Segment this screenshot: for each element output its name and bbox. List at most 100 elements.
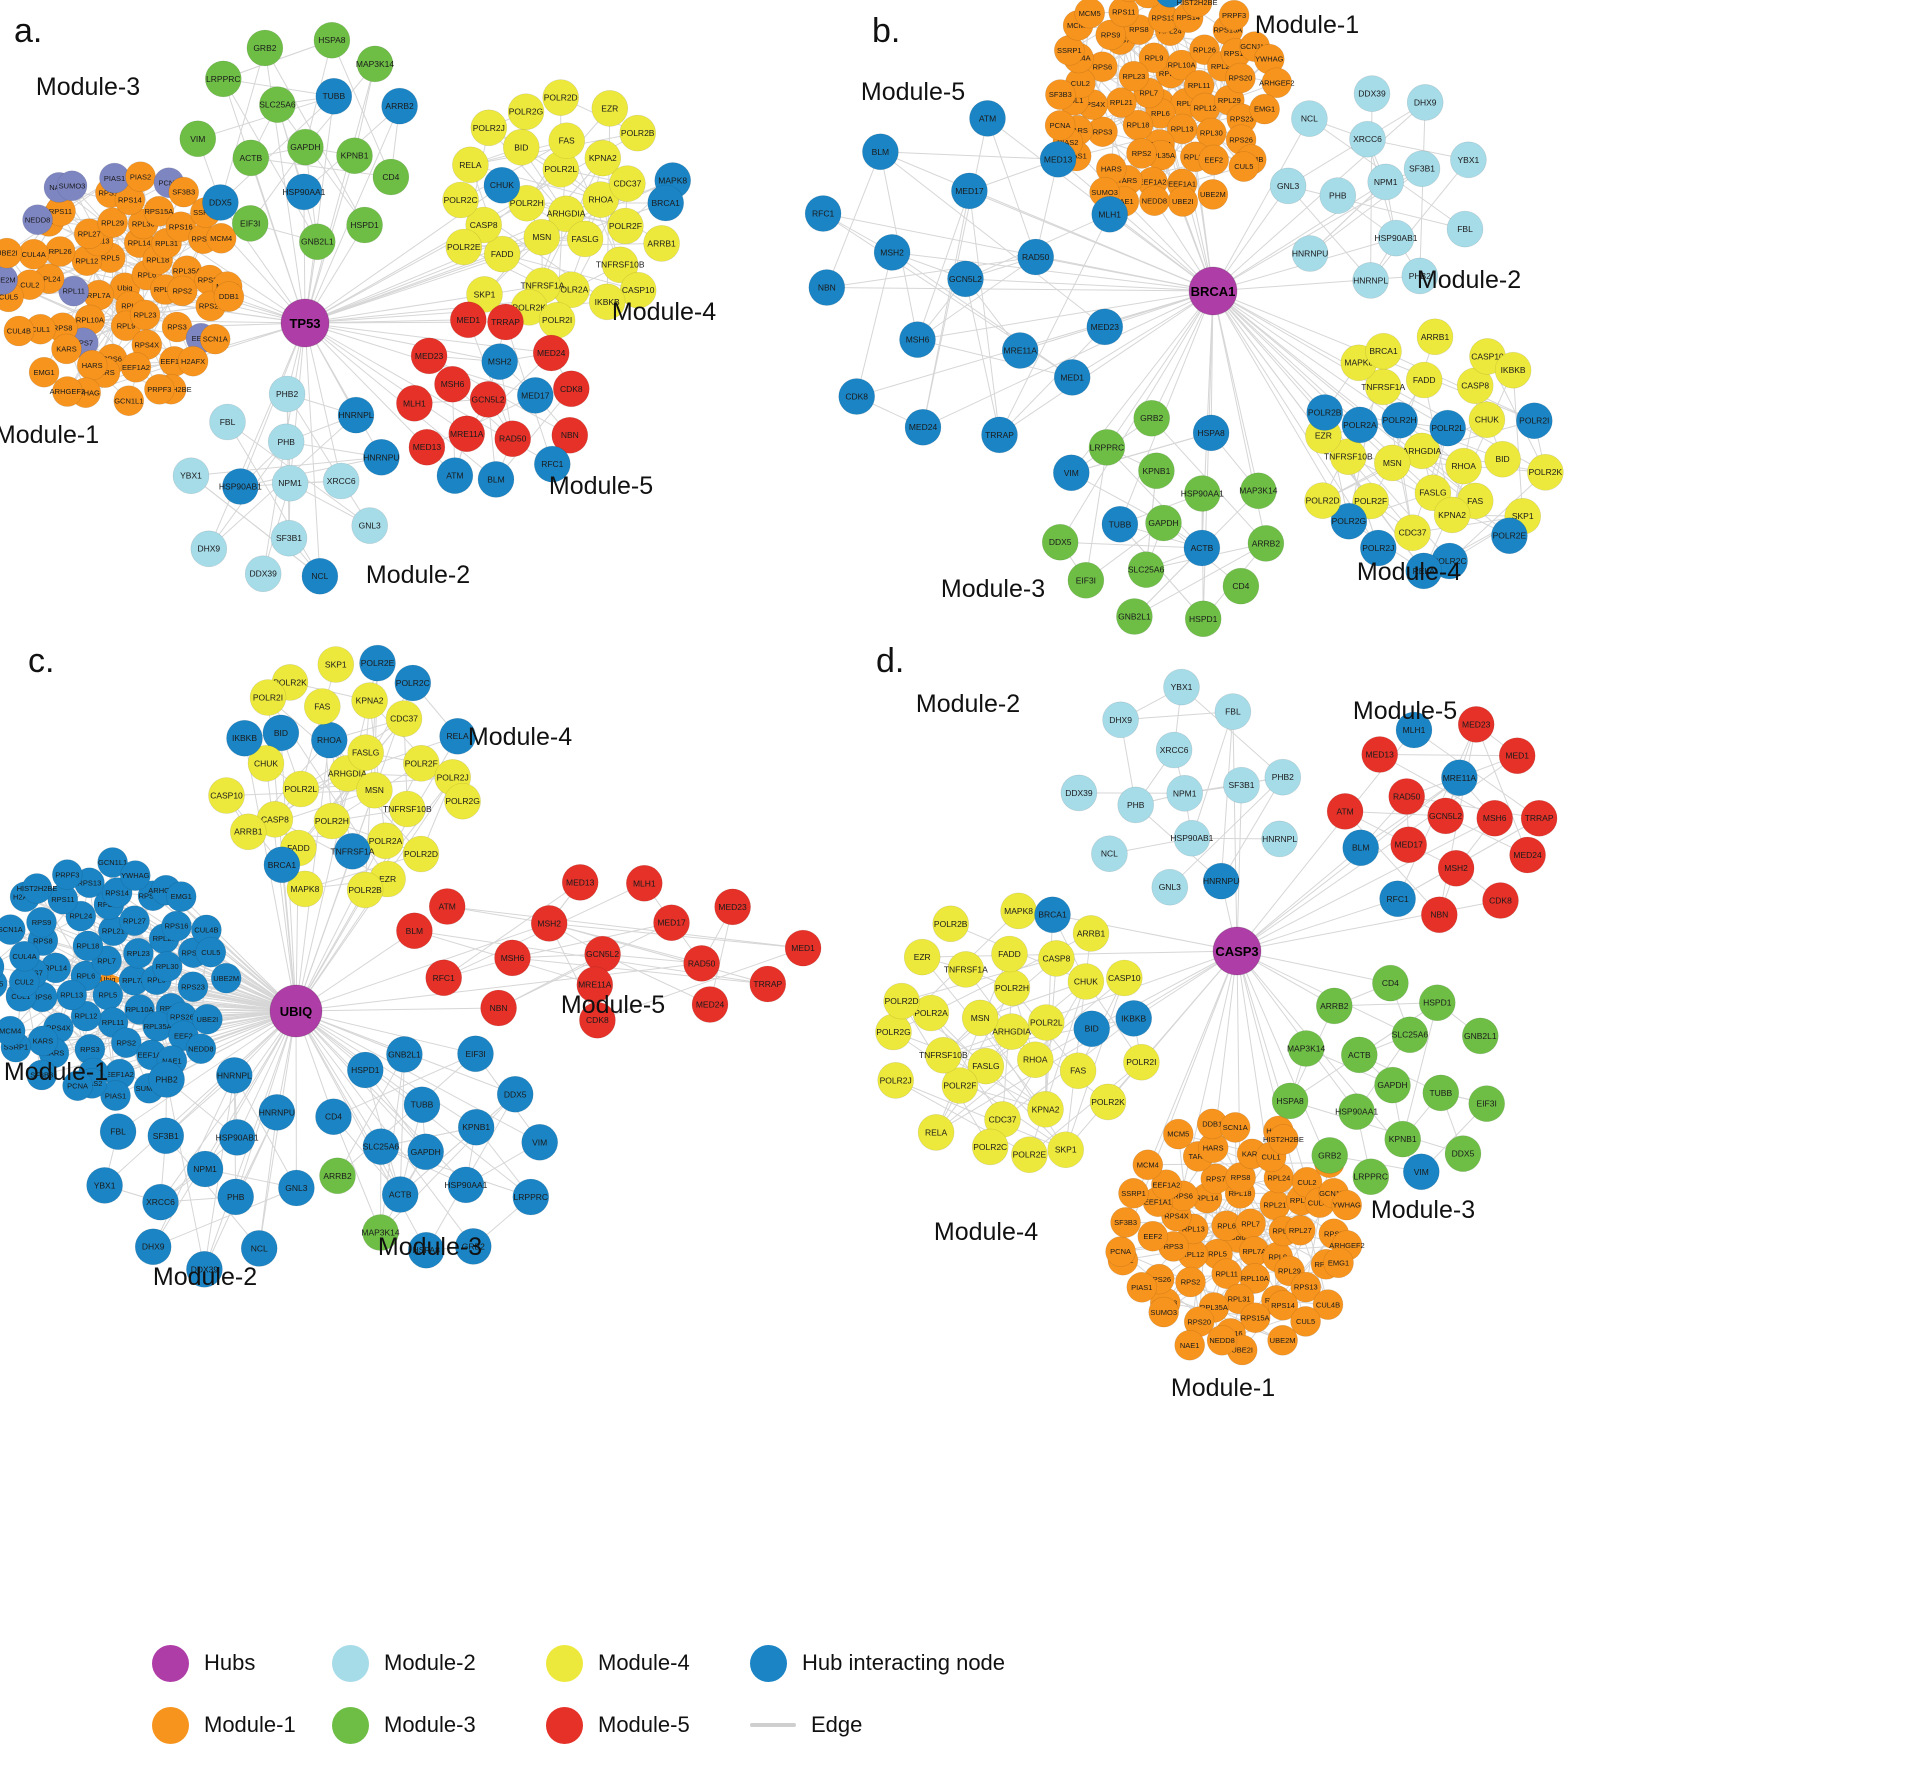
gene-node[interactable] <box>643 225 680 262</box>
gene-node[interactable] <box>1089 1083 1127 1121</box>
gene-node[interactable] <box>1163 1118 1194 1150</box>
gene-node[interactable] <box>148 1061 185 1098</box>
gene-node[interactable] <box>1137 1220 1169 1252</box>
gene-node[interactable] <box>1067 561 1105 599</box>
gene-node[interactable] <box>190 530 228 568</box>
gene-node[interactable] <box>1403 150 1441 187</box>
gene-node[interactable] <box>1360 529 1397 567</box>
gene-node[interactable] <box>1045 79 1076 110</box>
gene-node[interactable] <box>883 982 920 1020</box>
gene-node[interactable] <box>1365 332 1402 370</box>
gene-node[interactable] <box>192 1003 223 1035</box>
gene-node[interactable] <box>99 1113 137 1150</box>
gene-node[interactable] <box>1341 1036 1378 1074</box>
gene-node[interactable] <box>258 1094 296 1131</box>
gene-node[interactable] <box>436 457 474 494</box>
gene-node[interactable] <box>0 969 8 999</box>
gene-node[interactable] <box>177 971 209 1003</box>
gene-node[interactable] <box>52 859 83 890</box>
gene-node[interactable] <box>86 1167 123 1204</box>
gene-node[interactable] <box>213 281 245 312</box>
gene-node[interactable] <box>394 664 432 702</box>
gene-node[interactable] <box>1306 394 1343 431</box>
gene-node[interactable] <box>230 813 267 851</box>
gene-node[interactable] <box>607 207 644 245</box>
gene-node[interactable] <box>454 1228 492 1265</box>
gene-node[interactable] <box>838 378 876 415</box>
gene-node[interactable] <box>172 457 210 495</box>
gene-node[interactable] <box>1267 1325 1298 1356</box>
gene-node[interactable] <box>1126 138 1157 169</box>
gene-node[interactable] <box>286 870 324 908</box>
gene-node[interactable] <box>285 173 323 211</box>
gene-node[interactable] <box>1491 517 1528 555</box>
gene-node[interactable] <box>1044 110 1076 141</box>
gene-node[interactable] <box>1118 1178 1149 1209</box>
gene-node[interactable] <box>1312 1289 1344 1320</box>
gene-node[interactable] <box>151 951 183 982</box>
gene-node[interactable] <box>218 1119 256 1156</box>
gene-node[interactable] <box>144 373 175 405</box>
gene-node[interactable] <box>313 802 351 840</box>
gene-node[interactable] <box>287 128 324 166</box>
gene-node[interactable] <box>1138 452 1175 490</box>
gene-node[interactable] <box>58 275 89 307</box>
gene-node[interactable] <box>967 1047 1005 1085</box>
gene-node[interactable] <box>1247 525 1285 562</box>
gene-node[interactable] <box>683 945 720 982</box>
gene-node[interactable] <box>1349 120 1386 158</box>
gene-node[interactable] <box>1095 19 1126 51</box>
gene-node[interactable] <box>56 170 88 202</box>
gene-node[interactable] <box>26 906 57 938</box>
gene-node[interactable] <box>186 1150 224 1188</box>
gene-node[interactable] <box>1086 308 1124 346</box>
gene-node[interactable] <box>1222 567 1260 605</box>
gene-node[interactable] <box>1239 1302 1271 1333</box>
gene-node[interactable] <box>494 939 531 977</box>
gene-node[interactable] <box>714 888 751 926</box>
gene-node[interactable] <box>247 745 285 782</box>
gene-node[interactable] <box>351 682 388 719</box>
gene-node[interactable] <box>1074 0 1105 29</box>
gene-node[interactable] <box>991 935 1028 973</box>
gene-node[interactable] <box>97 207 128 238</box>
gene-node[interactable] <box>134 1228 172 1266</box>
gene-node[interactable] <box>1311 1137 1348 1174</box>
gene-node[interactable] <box>487 303 524 341</box>
gene-node[interactable] <box>168 176 199 208</box>
gene-node[interactable] <box>1406 84 1444 121</box>
gene-node[interactable] <box>1034 896 1071 934</box>
gene-node[interactable] <box>1422 1074 1460 1112</box>
gene-node[interactable] <box>1108 0 1139 28</box>
gene-node[interactable] <box>0 1015 26 1047</box>
gene-node[interactable] <box>1287 1030 1325 1067</box>
gene-node[interactable] <box>0 952 5 982</box>
gene-node[interactable] <box>97 847 128 878</box>
gene-node[interactable] <box>1117 786 1154 824</box>
gene-node[interactable] <box>582 181 620 218</box>
gene-node[interactable] <box>533 445 571 483</box>
gene-node[interactable] <box>1401 257 1439 295</box>
gene-node[interactable] <box>804 195 842 232</box>
gene-node[interactable] <box>749 965 787 1003</box>
gene-node[interactable] <box>346 1051 384 1089</box>
gene-node[interactable] <box>547 195 585 233</box>
gene-node[interactable] <box>447 1166 485 1204</box>
gene-node[interactable] <box>469 381 507 418</box>
gene-node[interactable] <box>1384 1120 1421 1158</box>
gene-node-star[interactable] <box>90 962 126 997</box>
gene-node[interactable] <box>784 929 822 967</box>
gene-node[interactable] <box>372 158 410 196</box>
gene-node[interactable] <box>566 220 604 258</box>
gene-node[interactable] <box>240 1230 278 1267</box>
gene-node[interactable] <box>1468 1085 1505 1122</box>
gene-node[interactable] <box>3 315 35 347</box>
gene-node[interactable] <box>521 1124 559 1161</box>
gene-node[interactable] <box>1102 701 1139 739</box>
gene-node[interactable] <box>470 109 508 147</box>
gene-node[interactable] <box>1163 668 1200 706</box>
gene-node[interactable] <box>480 989 517 1027</box>
gene-node[interactable] <box>428 888 466 925</box>
gene-node[interactable] <box>1184 475 1221 512</box>
gene-node[interactable] <box>691 986 729 1023</box>
